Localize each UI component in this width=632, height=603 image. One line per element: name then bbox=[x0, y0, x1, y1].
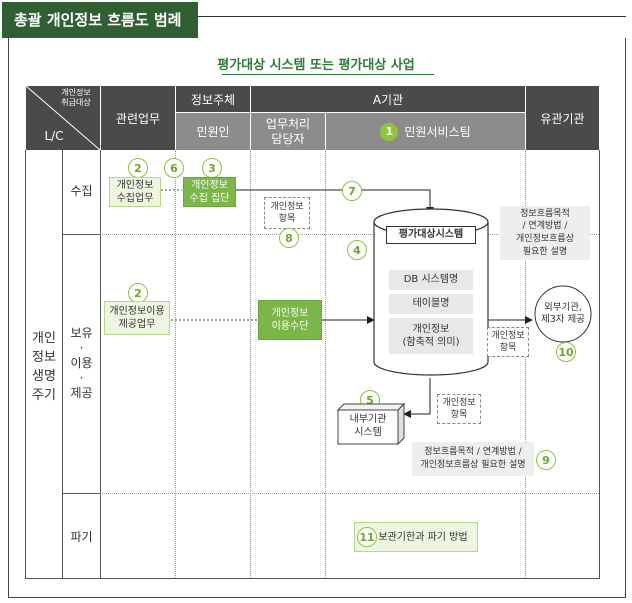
external-org-label: 외부기관, 제3자 제공 bbox=[540, 302, 586, 326]
step-number-11: 11 bbox=[357, 527, 377, 547]
lifecycle-label: 개인 정보 생명 주기 bbox=[32, 331, 56, 403]
flow-description-2: 정보흐름목적 / 연계방법 / 개인정보흐름상 필요한 설명 bbox=[412, 442, 534, 476]
db-system-name: DB 시스템명 bbox=[389, 270, 473, 290]
step-number-9: 9 bbox=[536, 450, 556, 470]
diagram-subtitle: 평가대상 시스템 또는 평가대상 사업 bbox=[217, 58, 415, 73]
civil-system-label: 민원서비스팀 bbox=[404, 125, 471, 139]
step-number-10: 10 bbox=[556, 342, 576, 362]
grid-line bbox=[100, 150, 101, 578]
org-a-header: A기관 bbox=[251, 86, 525, 112]
lc-header-target: 개인정보 취급대상 bbox=[61, 88, 91, 107]
handler-header: 업무처리 담당자 bbox=[251, 113, 325, 150]
grid-line bbox=[62, 150, 63, 578]
grid-line bbox=[25, 150, 26, 578]
column-divider bbox=[525, 150, 526, 578]
column-divider bbox=[250, 150, 251, 578]
grid-line bbox=[25, 578, 600, 579]
subtitle-underline bbox=[222, 74, 434, 75]
step-number-8: 8 bbox=[279, 228, 299, 248]
civil-system-header: 1 민원서비스팀 bbox=[326, 113, 525, 150]
related-work-header: 관련업무 bbox=[101, 86, 175, 150]
grid-line bbox=[62, 493, 101, 494]
internal-system-label: 내부기관 시스템 bbox=[349, 414, 387, 438]
collect-work-box: 개인정보 수집업무 bbox=[109, 177, 161, 207]
legend-title: 총괄 개인정보 흐름도 범례 bbox=[2, 2, 198, 38]
civilian-header: 민원인 bbox=[176, 113, 250, 150]
personal-info-items-2: 개인정보 항목 bbox=[487, 327, 529, 357]
lc-header-label: L/C bbox=[44, 129, 64, 143]
civil-system-number: 1 bbox=[380, 122, 399, 141]
row-divider bbox=[100, 493, 599, 494]
step-number-7: 7 bbox=[342, 181, 362, 201]
grid-line bbox=[62, 234, 101, 235]
row-label-hold-use-provide: 보유 · 이용 · 제공 bbox=[70, 326, 93, 400]
related-org-header: 유관기관 bbox=[526, 86, 599, 150]
column-divider bbox=[325, 150, 326, 578]
table-name: 테이블명 bbox=[389, 294, 473, 314]
diagram-frame bbox=[8, 38, 626, 598]
grid-line bbox=[599, 150, 600, 578]
row-label-destroy: 파기 bbox=[70, 530, 93, 544]
use-provide-work-box: 개인정보이용 제공업무 bbox=[104, 301, 170, 335]
row-label-collect: 수집 bbox=[70, 184, 93, 198]
step-number-6: 6 bbox=[164, 158, 184, 178]
step-number-4: 4 bbox=[347, 240, 367, 260]
target-system-label: 평가대상시스템 bbox=[386, 226, 476, 244]
personal-info-meaning: 개인정보 (함축적 의미) bbox=[389, 318, 473, 354]
collect-means-box: 개인정보 수집 집단 bbox=[183, 177, 236, 207]
use-means-box: 개인정보 이용수단 bbox=[258, 300, 322, 340]
personal-info-items-3: 개인정보 항목 bbox=[437, 394, 481, 424]
column-divider bbox=[175, 150, 176, 578]
title-rule bbox=[198, 16, 626, 17]
row-divider bbox=[100, 234, 599, 235]
data-subject-header: 정보주체 bbox=[176, 86, 250, 112]
personal-info-items-1: 개인정보 항목 bbox=[264, 197, 310, 229]
flow-description-1: 정보흐름목적 / 연계방법 / 개인정보흐름상 필요한 설명 bbox=[500, 206, 590, 260]
